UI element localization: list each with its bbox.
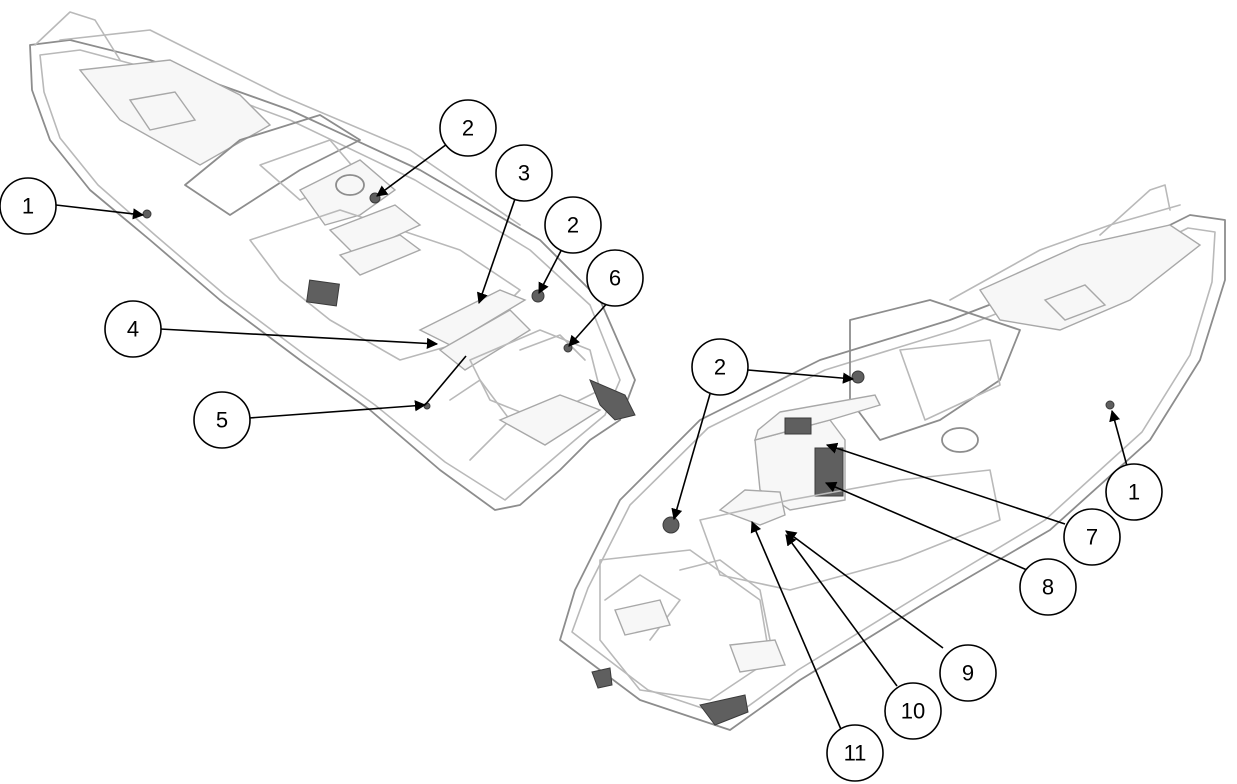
callout-label: 7 xyxy=(1086,525,1098,550)
callout-label: 3 xyxy=(518,161,530,186)
leader-lines xyxy=(55,143,1128,735)
callout-label: 8 xyxy=(1042,575,1054,600)
callout-label: 1 xyxy=(1128,480,1140,505)
callout-label: 11 xyxy=(844,741,867,766)
callout-6: 6 xyxy=(586,249,644,307)
callout-2-left-aft: 2 xyxy=(544,196,602,254)
callout-5: 5 xyxy=(193,391,251,449)
callout-2-left-helm: 2 xyxy=(439,99,497,157)
callout-1-right: 1 xyxy=(1105,463,1163,521)
callout-label: 5 xyxy=(216,408,228,433)
callout-11: 11 xyxy=(826,724,884,782)
callout-label: 9 xyxy=(962,661,974,686)
callout-4: 4 xyxy=(104,300,162,358)
callout-label: 2 xyxy=(714,355,726,380)
callout-1-left: 1 xyxy=(0,177,57,235)
callout-label: 10 xyxy=(901,699,925,724)
callout-label: 4 xyxy=(127,317,139,342)
callout-label: 6 xyxy=(609,266,621,291)
callout-label: 2 xyxy=(462,116,474,141)
callout-label: 2 xyxy=(567,213,579,238)
callout-9: 9 xyxy=(939,644,997,702)
callout-label: 1 xyxy=(22,194,34,219)
boat-right-illustration xyxy=(559,184,1226,731)
callout-7: 7 xyxy=(1063,508,1121,566)
callout-8: 8 xyxy=(1019,558,1077,616)
callout-3: 3 xyxy=(495,144,553,202)
callout-2-right: 2 xyxy=(691,338,749,396)
callout-10: 10 xyxy=(884,682,942,740)
boat-left-illustration xyxy=(29,11,636,511)
